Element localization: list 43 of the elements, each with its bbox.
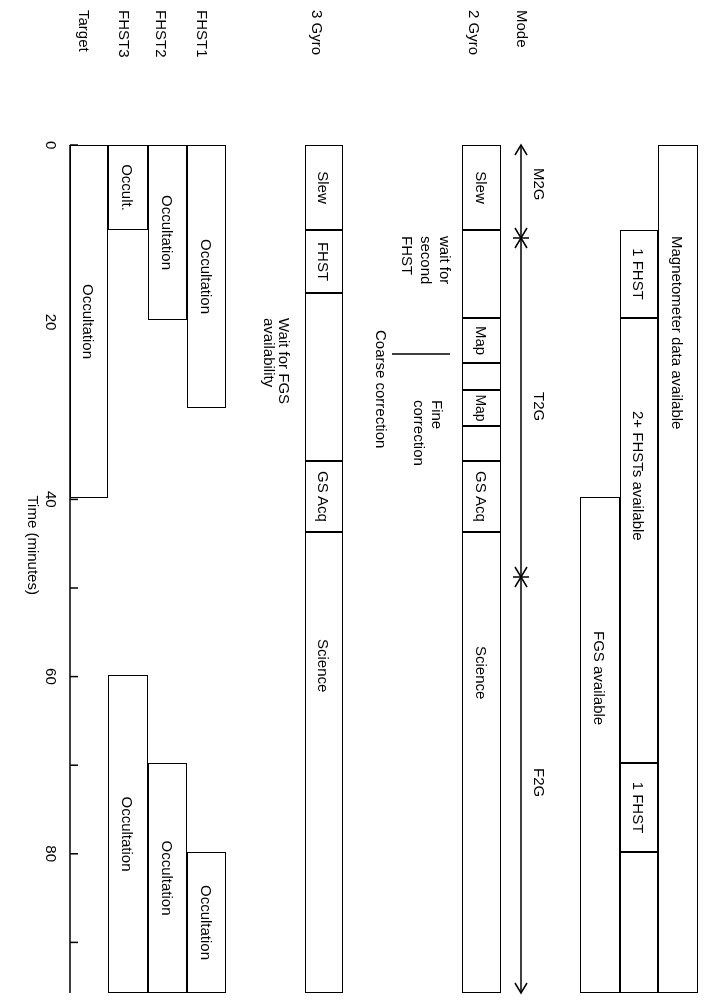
row-label: 2 Gyro (466, 10, 483, 55)
tick-label: 20 (43, 313, 60, 331)
timeline-box: Map (462, 318, 501, 363)
timeline-box: 1 FHST (620, 763, 658, 852)
phase-label: T2G (531, 392, 548, 422)
annotation: wait for second FHST (398, 236, 455, 287)
timeline-box: Occultation (70, 145, 108, 498)
row-label: FHST3 (116, 10, 133, 58)
annotation: Coarse correction (373, 330, 390, 449)
row-label: 3 Gyro (309, 10, 326, 55)
timeline-box: Magnetometer data available (658, 145, 698, 993)
timeline-box: Science (462, 532, 501, 993)
timeline-box: Occultation (187, 145, 226, 408)
timeline-box: Occult. (108, 145, 148, 230)
row-label: Target (76, 10, 93, 52)
tick-label: 0 (43, 141, 60, 150)
axis-title: Time (minutes) (25, 495, 42, 595)
row-label: FHST2 (153, 10, 170, 58)
timeline-box: Occultation (148, 145, 187, 320)
timeline-box: FGS available (580, 497, 620, 993)
phase-label: F2G (531, 768, 548, 798)
timeline-box: GS Acq (462, 461, 501, 532)
timeline-box: Slew (305, 145, 343, 230)
empty-timeline-box (462, 426, 501, 461)
annotation: Wait for FGS availability (262, 318, 292, 407)
timeline-box: 1 FHST (620, 230, 658, 318)
timeline-box: Occultation (108, 675, 148, 993)
phase-label: M2G (531, 168, 548, 201)
tick-label: 80 (43, 845, 60, 862)
timeline-box: Occultation (187, 852, 226, 993)
row-label: Mode (514, 10, 531, 48)
timeline-box: Science (305, 532, 343, 993)
tick-label: 40 (43, 490, 60, 508)
row-label: FHST1 (194, 10, 211, 58)
timeline-box: 2+ FHSTs available (620, 318, 658, 763)
timeline-box: FHST (305, 230, 343, 293)
tick-label: 60 (43, 668, 60, 685)
timeline-box: Slew (462, 145, 501, 230)
annotation: Fine correction (410, 400, 446, 468)
timeline-box: Occultation (148, 763, 187, 993)
empty-timeline-box (462, 363, 501, 390)
timeline-box: GS Acq (305, 461, 343, 532)
timeline-box: Map (462, 390, 501, 426)
